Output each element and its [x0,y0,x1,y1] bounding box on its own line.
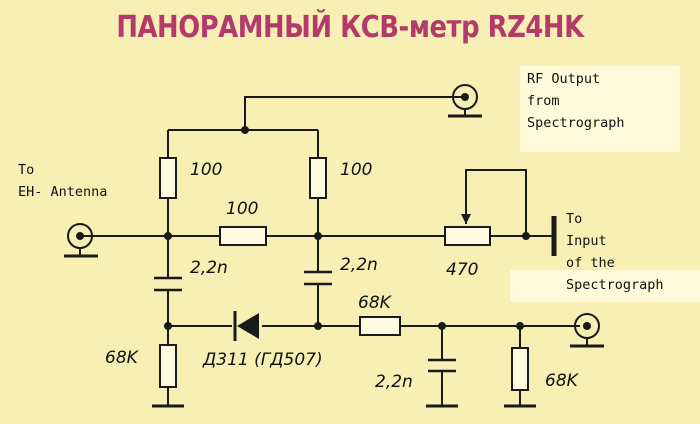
pot-wiper-arrow [461,214,471,224]
value-r-bridge: 100 [226,199,259,219]
junction-right-main [314,232,322,240]
resistor-series-68k [359,316,401,336]
junction-cap-bottom [438,322,446,330]
junction-mid-bottom [314,322,322,330]
connector-rf-output [452,84,478,116]
potentiometer-470 [444,226,491,246]
value-c-mid: 2,2n [340,255,378,275]
value-r-series: 68K [358,293,391,313]
wire-pot-wiper [465,169,527,236]
value-r-top-left: 100 [190,160,223,180]
resistor-bridge [219,226,267,246]
resistor-top-left [159,157,177,199]
diagram-title: ПАНОРАМНЫЙ КСВ-метр RZ4HK [116,10,584,45]
connector-antenna [67,223,93,256]
value-r-bottom-left: 68K [105,348,138,368]
value-r-bottom-right: 68K [545,371,578,391]
resistor-bottom-left [159,344,177,388]
value-pot: 470 [446,260,479,280]
wire-rf-feed [244,96,465,130]
antenna-label-2: EH- Antenna [18,184,108,200]
rf-output-label-3: Spectrograph [527,115,625,131]
junction-left-bottom [164,322,172,330]
value-c-bottom: 2,2n [375,372,413,392]
resistor-bottom-right [511,347,529,391]
rf-output-label-1: RF Output [527,71,601,87]
junction-pot [522,232,530,240]
diode-triangle [237,313,259,339]
input-label-1: To [566,211,583,227]
input-note-bg [510,270,700,302]
input-label-3: of the [566,255,615,271]
junction-left-main [164,232,172,240]
junction-top [241,126,249,134]
antenna-label-1: To [18,162,35,178]
resistor-top-right [309,157,327,199]
rf-output-note-bg [520,66,680,152]
input-label-4: Spectrograph [566,277,664,293]
junction-right-bottom [516,322,524,330]
input-label-2: Input [566,233,607,249]
value-c-left: 2,2n [190,258,228,278]
value-diode: Д311 (ГД507) [203,350,323,370]
rf-output-label-2: from [527,93,560,109]
value-r-top-right: 100 [340,160,373,180]
connector-output [574,313,600,346]
